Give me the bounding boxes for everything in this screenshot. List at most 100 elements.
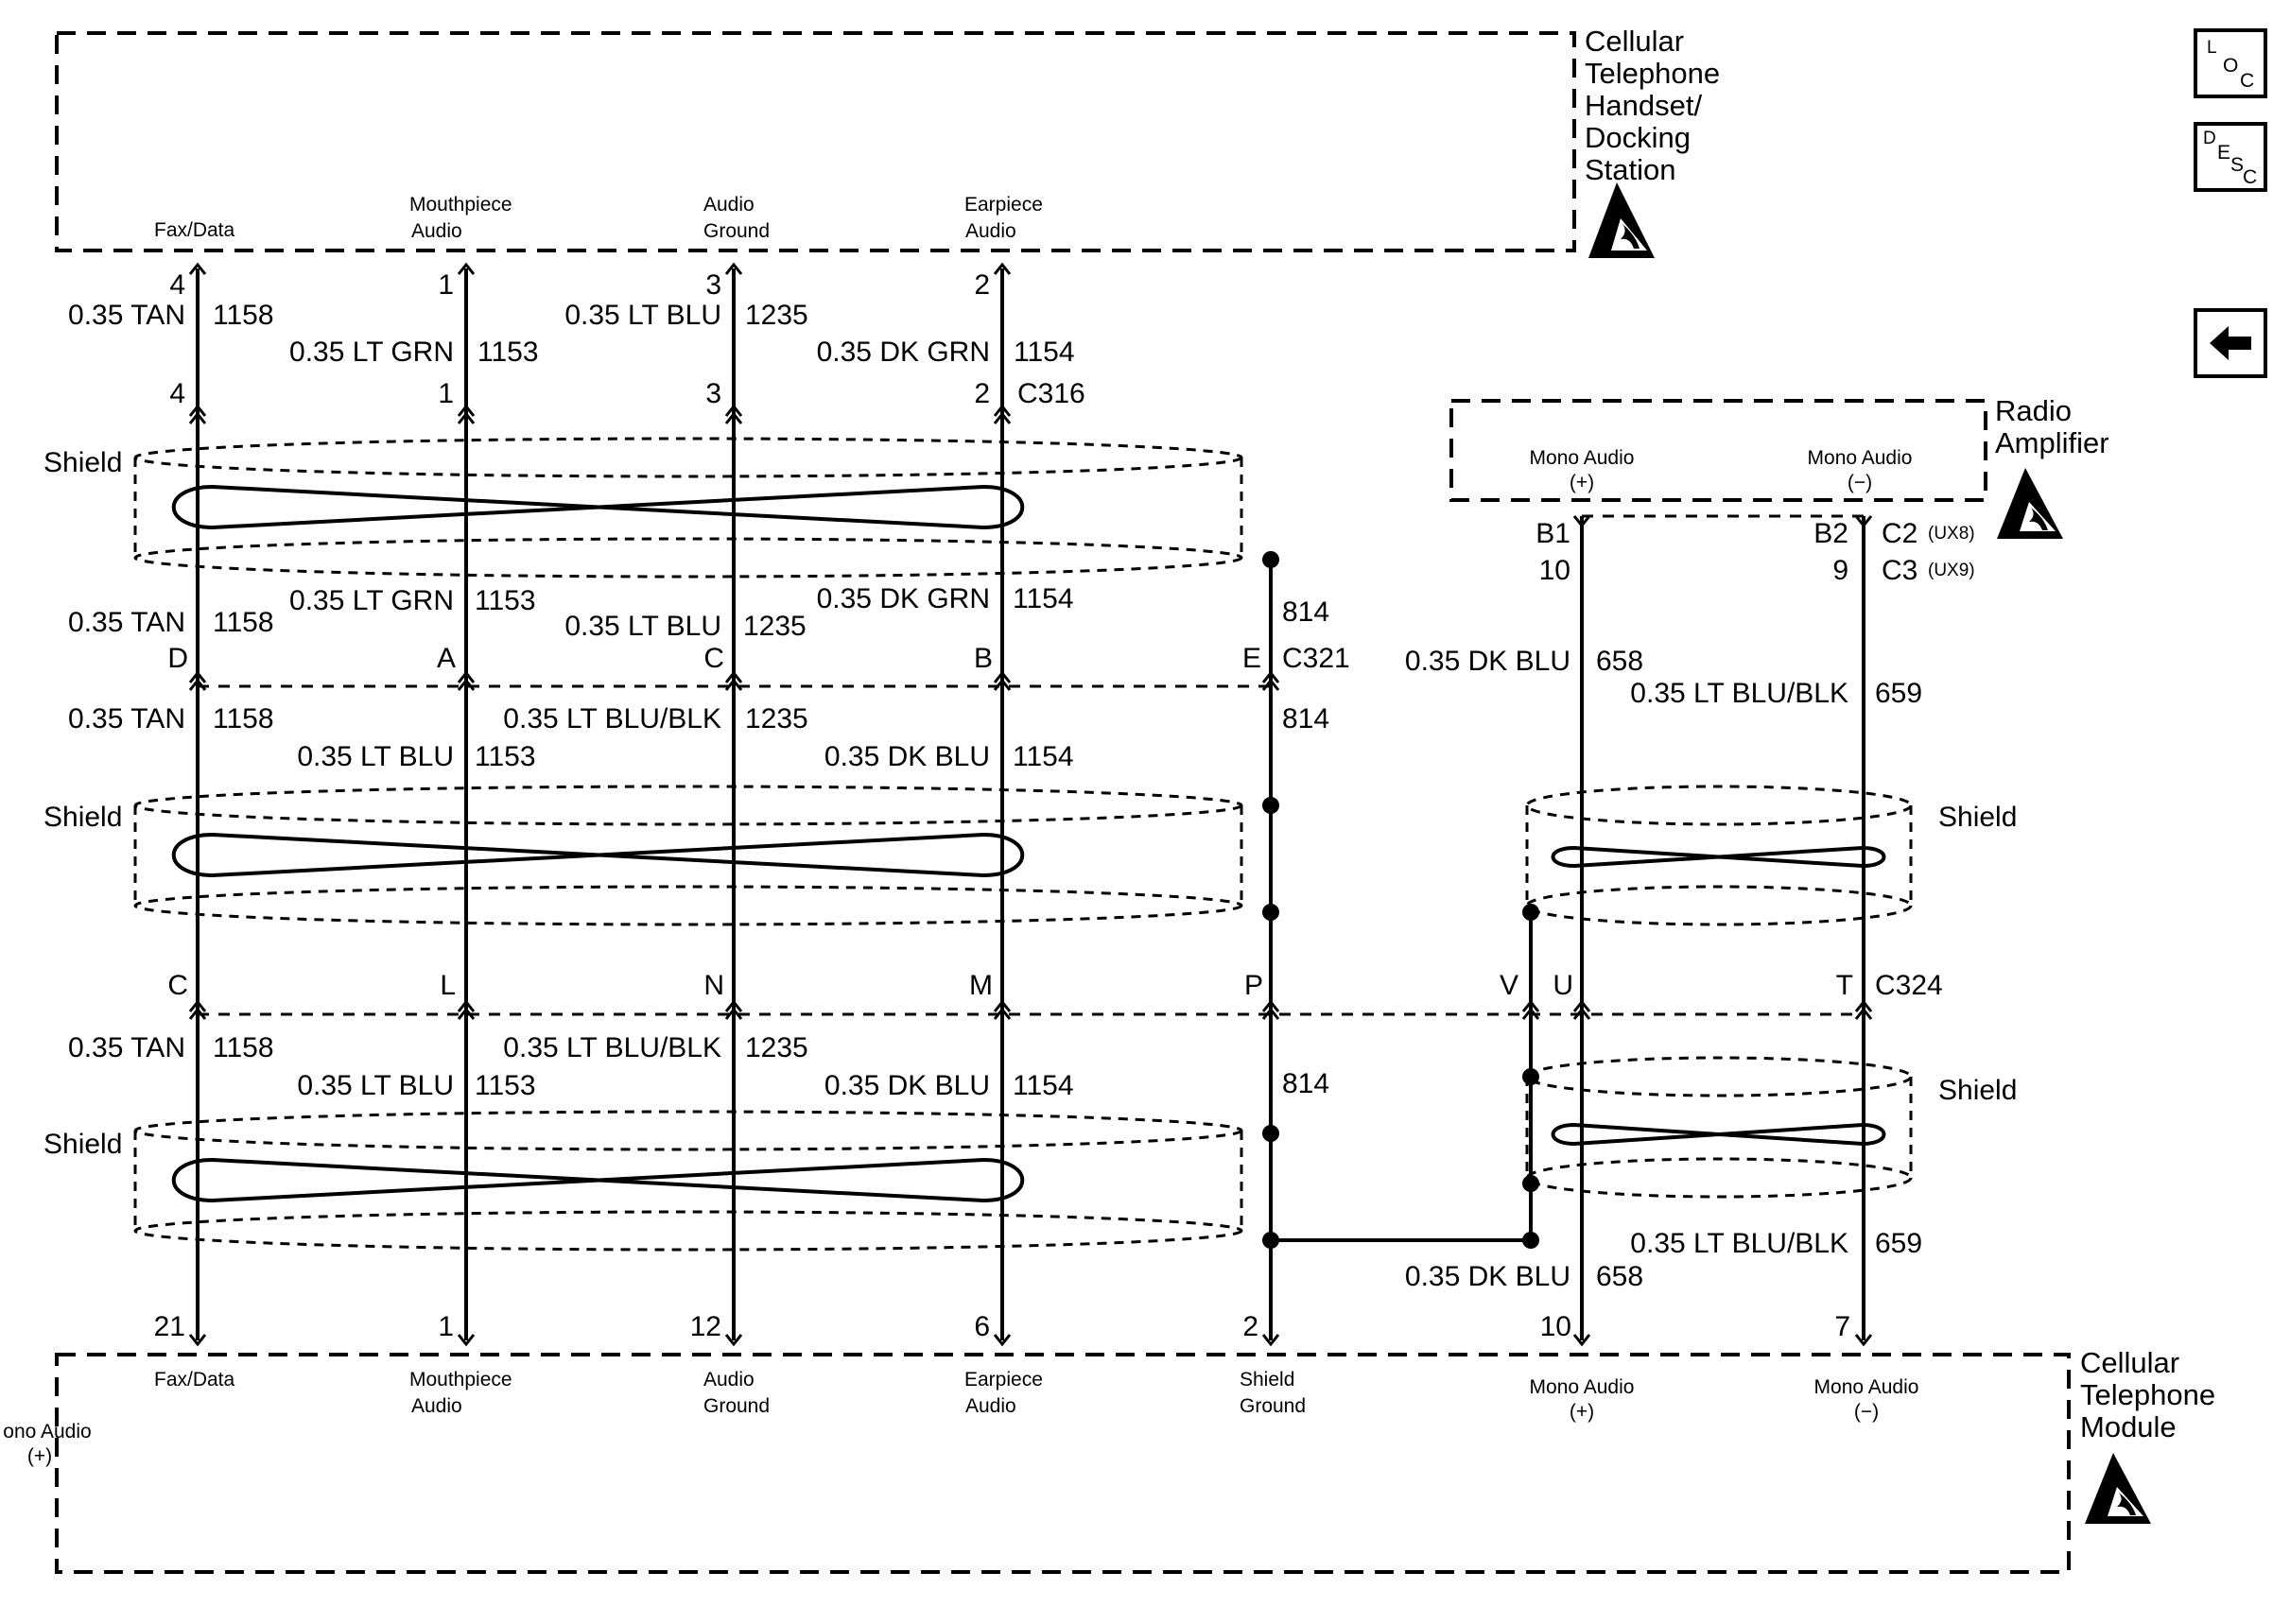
wire-gauge: 0.35 DK BLU — [824, 1070, 990, 1101]
splice-dot — [1522, 1232, 1539, 1249]
pin-chevron — [1854, 1334, 1873, 1347]
connector-label: C324 — [1875, 970, 1943, 1001]
desc-button[interactable]: D E S C — [2194, 122, 2267, 192]
amp-pin-label: Mono Audio(−) — [1808, 447, 1913, 493]
wire-gauge: 0.35 DK BLU — [1405, 1261, 1570, 1292]
shield-label: Shield — [43, 802, 122, 833]
pin-letter: N — [703, 970, 724, 1001]
wire-circuit: 658 — [1596, 1261, 1643, 1292]
pin-chevron — [724, 999, 743, 1020]
wire-circuit: 659 — [1875, 678, 1922, 709]
pin-chevron — [188, 404, 207, 424]
wire-circuit: 1235 — [745, 1032, 808, 1063]
pin-number: 21 — [154, 1311, 185, 1342]
pin-chevron — [457, 262, 476, 275]
shield-cylinder-5 — [1525, 1056, 1913, 1199]
wire-gauge: 0.35 TAN — [68, 607, 185, 638]
connector-option: (UX8) — [1928, 524, 1975, 544]
splice-dot — [1262, 904, 1279, 921]
pin-letter: B1 — [1536, 518, 1570, 549]
wire-circuit: 1235 — [745, 703, 808, 734]
pin-letter: B — [974, 643, 993, 674]
splice-dot — [1262, 1232, 1279, 1249]
esd-warning-icon — [1588, 182, 1655, 258]
amplifier-box — [1449, 399, 1987, 502]
wire-circuit: 1153 — [475, 741, 536, 772]
pin-chevron — [188, 262, 207, 275]
pin-chevron — [188, 999, 207, 1020]
wire-circuit: 1158 — [213, 1032, 274, 1063]
pin-number: 12 — [690, 1311, 721, 1342]
shield-cylinder-3 — [133, 1110, 1243, 1252]
wire-gauge: 0.35 DK GRN — [817, 583, 990, 614]
loc-button-letter: C — [2240, 70, 2254, 92]
desc-button-letter: C — [2243, 166, 2257, 188]
loc-button[interactable]: L O C — [2194, 28, 2267, 98]
pin-number: 4 — [169, 378, 185, 409]
pin-letter: L — [440, 970, 456, 1001]
wire-circuit: 814 — [1282, 1068, 1329, 1099]
connector-label: C316 — [1017, 378, 1085, 409]
back-button[interactable] — [2194, 308, 2267, 378]
pin-chevron — [1572, 999, 1591, 1020]
wire-circuit: 659 — [1875, 1228, 1922, 1259]
pin-chevron — [1854, 999, 1873, 1020]
splice-dot — [1262, 1125, 1279, 1142]
handset-pin-label: Fax/Data — [154, 219, 235, 241]
pin-chevron — [457, 1334, 476, 1347]
pin-number: 10 — [1539, 555, 1570, 586]
pin-chevron — [188, 1334, 207, 1347]
shield-label: Shield — [43, 1129, 122, 1160]
wire-gauge: 0.35 DK BLU — [824, 741, 990, 772]
pin-chevron — [1261, 1334, 1280, 1347]
module-pin-label: Mono Audio(+) — [1530, 1376, 1635, 1423]
shield-label: Shield — [1938, 1075, 2017, 1106]
pin-number: 1 — [438, 269, 454, 301]
wire-circuit: 1153 — [477, 337, 539, 368]
shield-label: Shield — [43, 447, 122, 478]
pin-chevron — [457, 404, 476, 424]
pin-letter: T — [1836, 970, 1853, 1001]
pin-number: 6 — [974, 1311, 990, 1342]
pin-chevron — [1261, 999, 1280, 1020]
pin-chevron — [1572, 1334, 1591, 1347]
wire-gauge: 0.35 LT BLU/BLK — [1630, 1228, 1848, 1259]
module-box — [55, 1353, 2071, 1574]
loc-button-letter: O — [2223, 55, 2238, 77]
wire-circuit: 658 — [1596, 646, 1643, 677]
pin-letter: C — [703, 643, 724, 674]
wire-gauge: 0.35 LT BLU/BLK — [503, 1032, 721, 1063]
esd-warning-icon — [2085, 1453, 2151, 1524]
splice-dot — [1522, 1175, 1539, 1192]
wire-circuit: 1154 — [1014, 337, 1075, 368]
pin-number: 1 — [438, 1311, 454, 1342]
pin-number: 2 — [974, 269, 990, 301]
pin-chevron — [993, 999, 1012, 1020]
wire-circuit: 1235 — [745, 300, 808, 331]
pin-chevron — [1521, 999, 1540, 1020]
pin-letter: C — [167, 970, 188, 1001]
desc-button-letter: D — [2203, 129, 2216, 148]
wire-gauge: 0.35 DK BLU — [1405, 646, 1570, 677]
wire-circuit: 1154 — [1013, 583, 1074, 614]
pin-number: 2 — [974, 378, 990, 409]
wire-gauge: 0.35 DK GRN — [817, 337, 990, 368]
connector-label: C2 — [1882, 518, 1917, 549]
splice-dot — [1522, 904, 1539, 921]
pin-chevron — [724, 1334, 743, 1347]
pin-number: 2 — [1242, 1311, 1258, 1342]
pin-chevron — [457, 999, 476, 1020]
pin-number: 10 — [1540, 1311, 1571, 1342]
wire-circuit: 1153 — [475, 585, 536, 616]
pin-letter: D — [167, 643, 188, 674]
wire-gauge: 0.35 LT BLU/BLK — [503, 703, 721, 734]
